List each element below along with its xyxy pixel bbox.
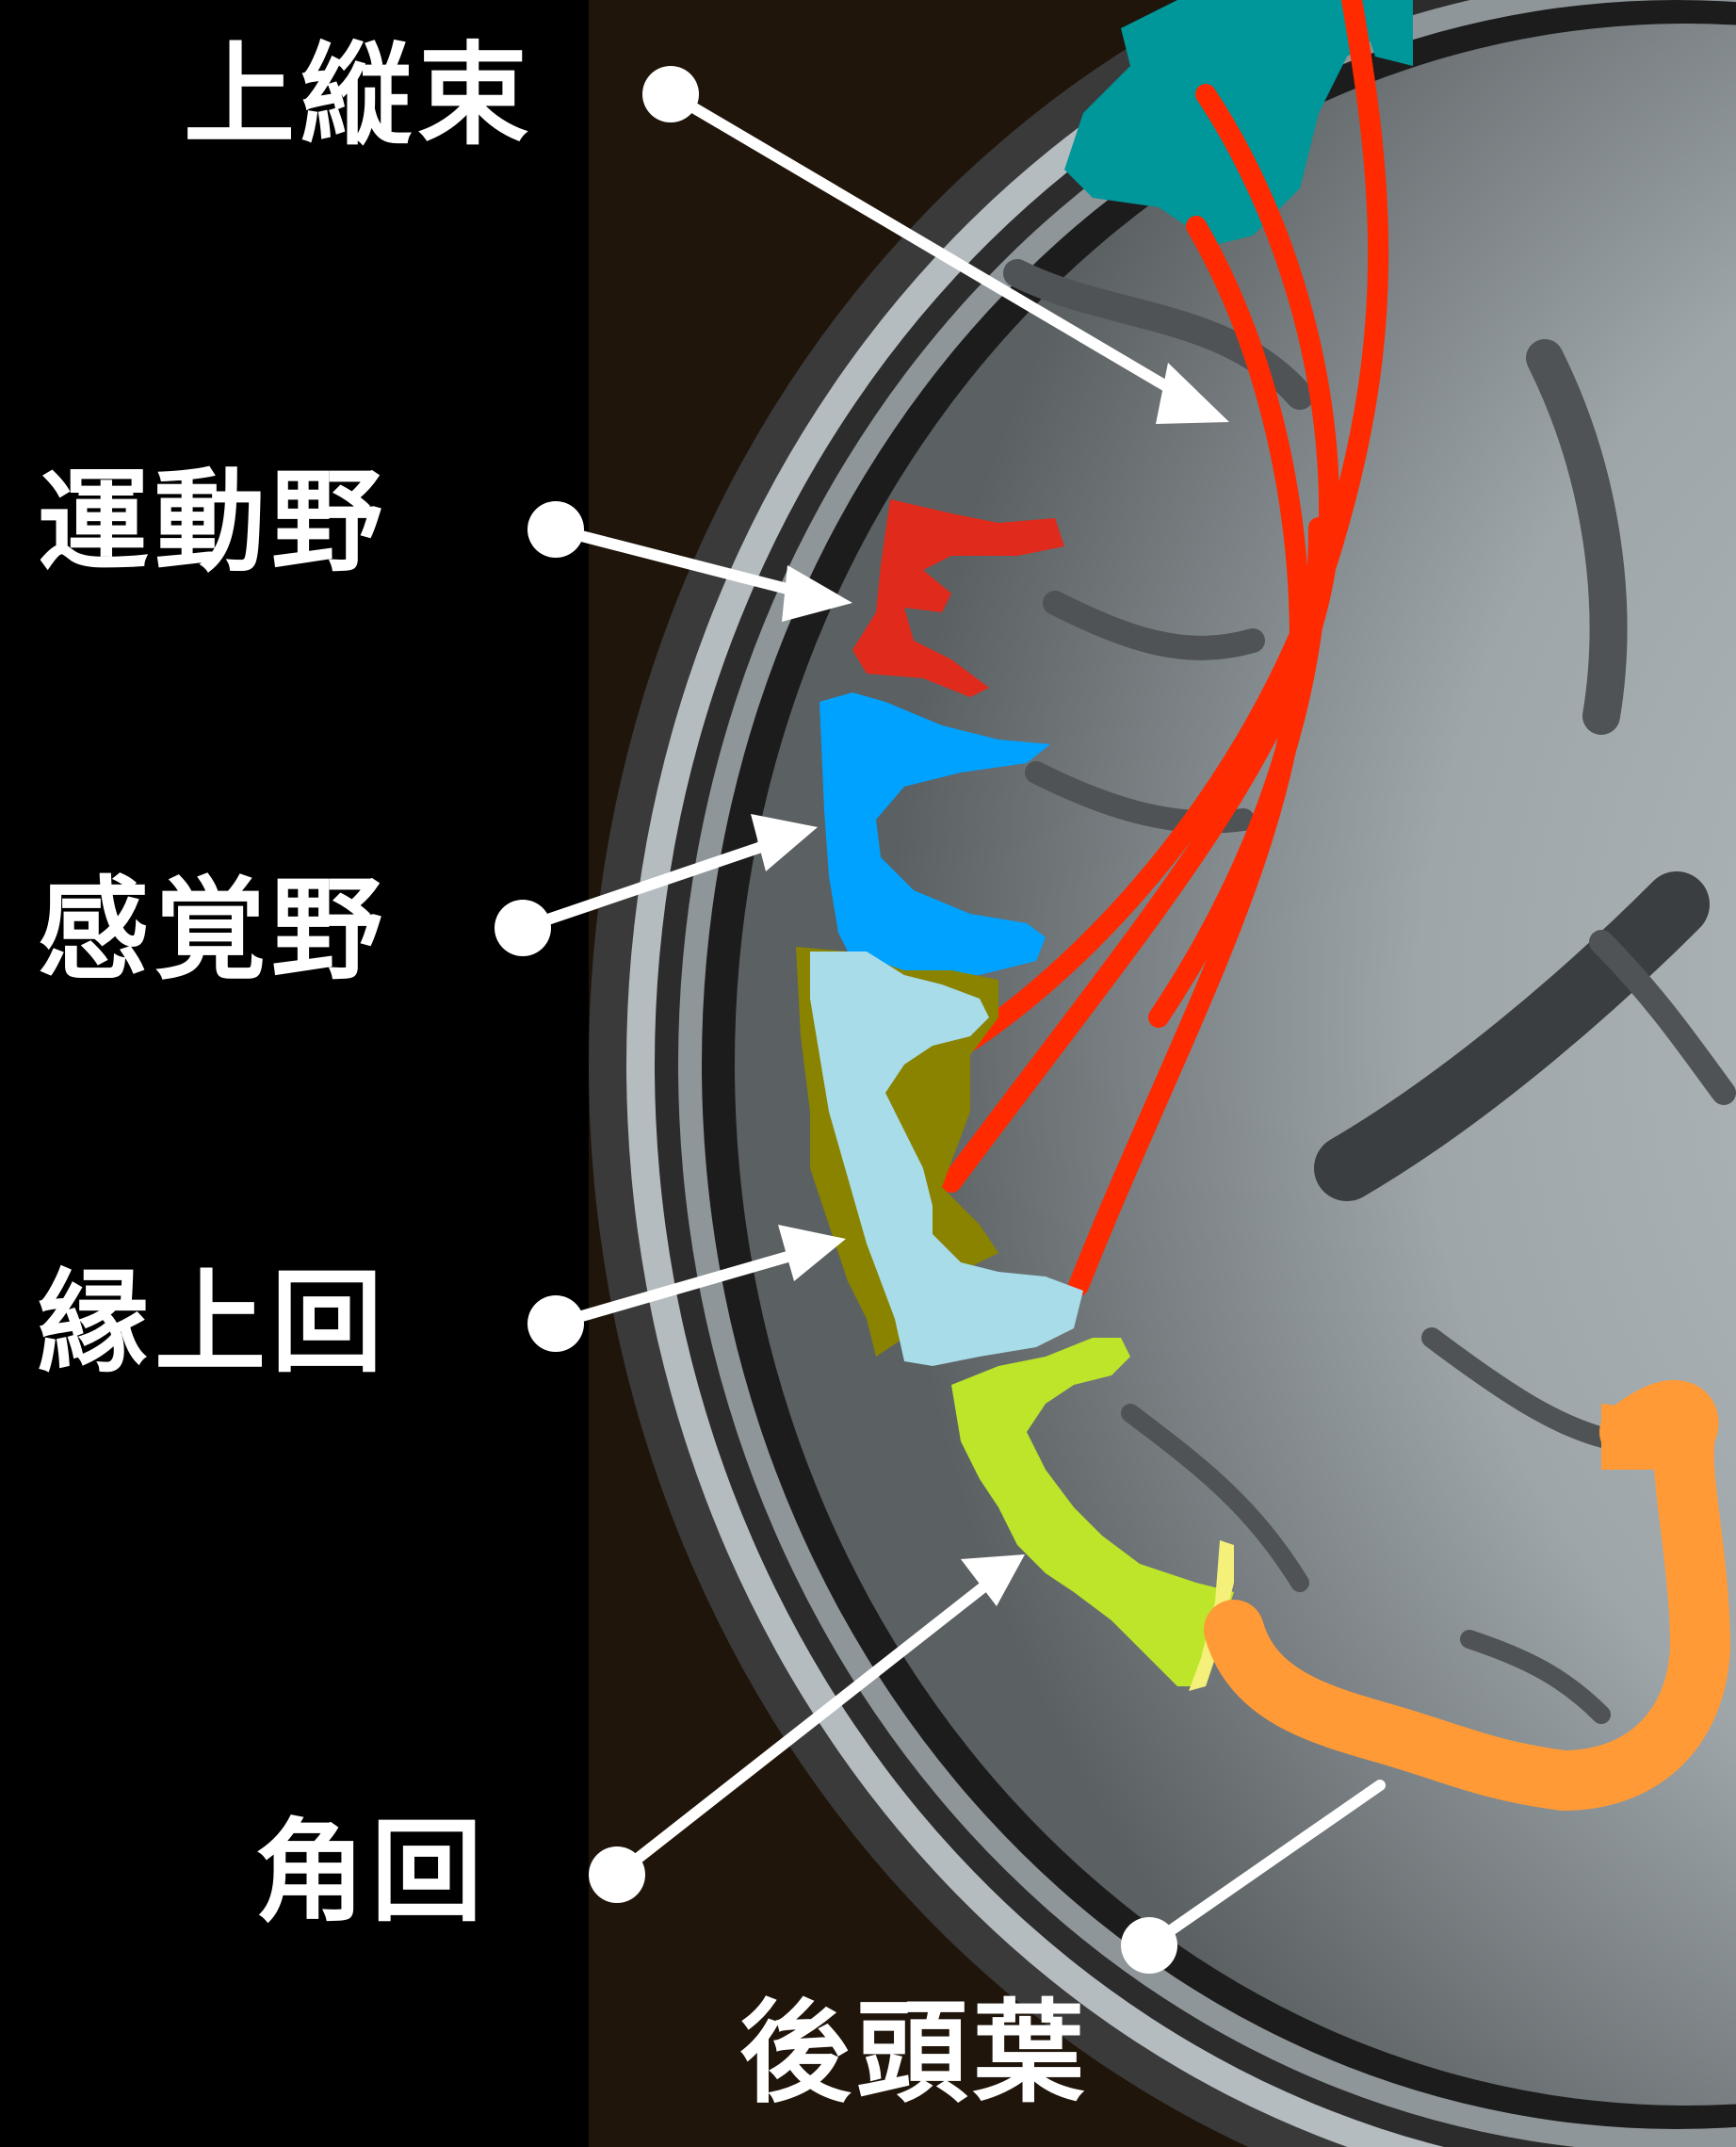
label-motor-area: 運動野 xyxy=(38,466,388,577)
label-sensory-area: 感覚野 xyxy=(38,874,388,985)
label-occipital-lobe: 後頭葉 xyxy=(739,1997,1090,2108)
label-supramarginal-gyrus: 縁上回 xyxy=(38,1267,388,1378)
label-angular-gyrus: 角回 xyxy=(254,1816,488,1927)
label-superior-longitudinal-fasciculus: 上縦束 xyxy=(184,40,534,151)
